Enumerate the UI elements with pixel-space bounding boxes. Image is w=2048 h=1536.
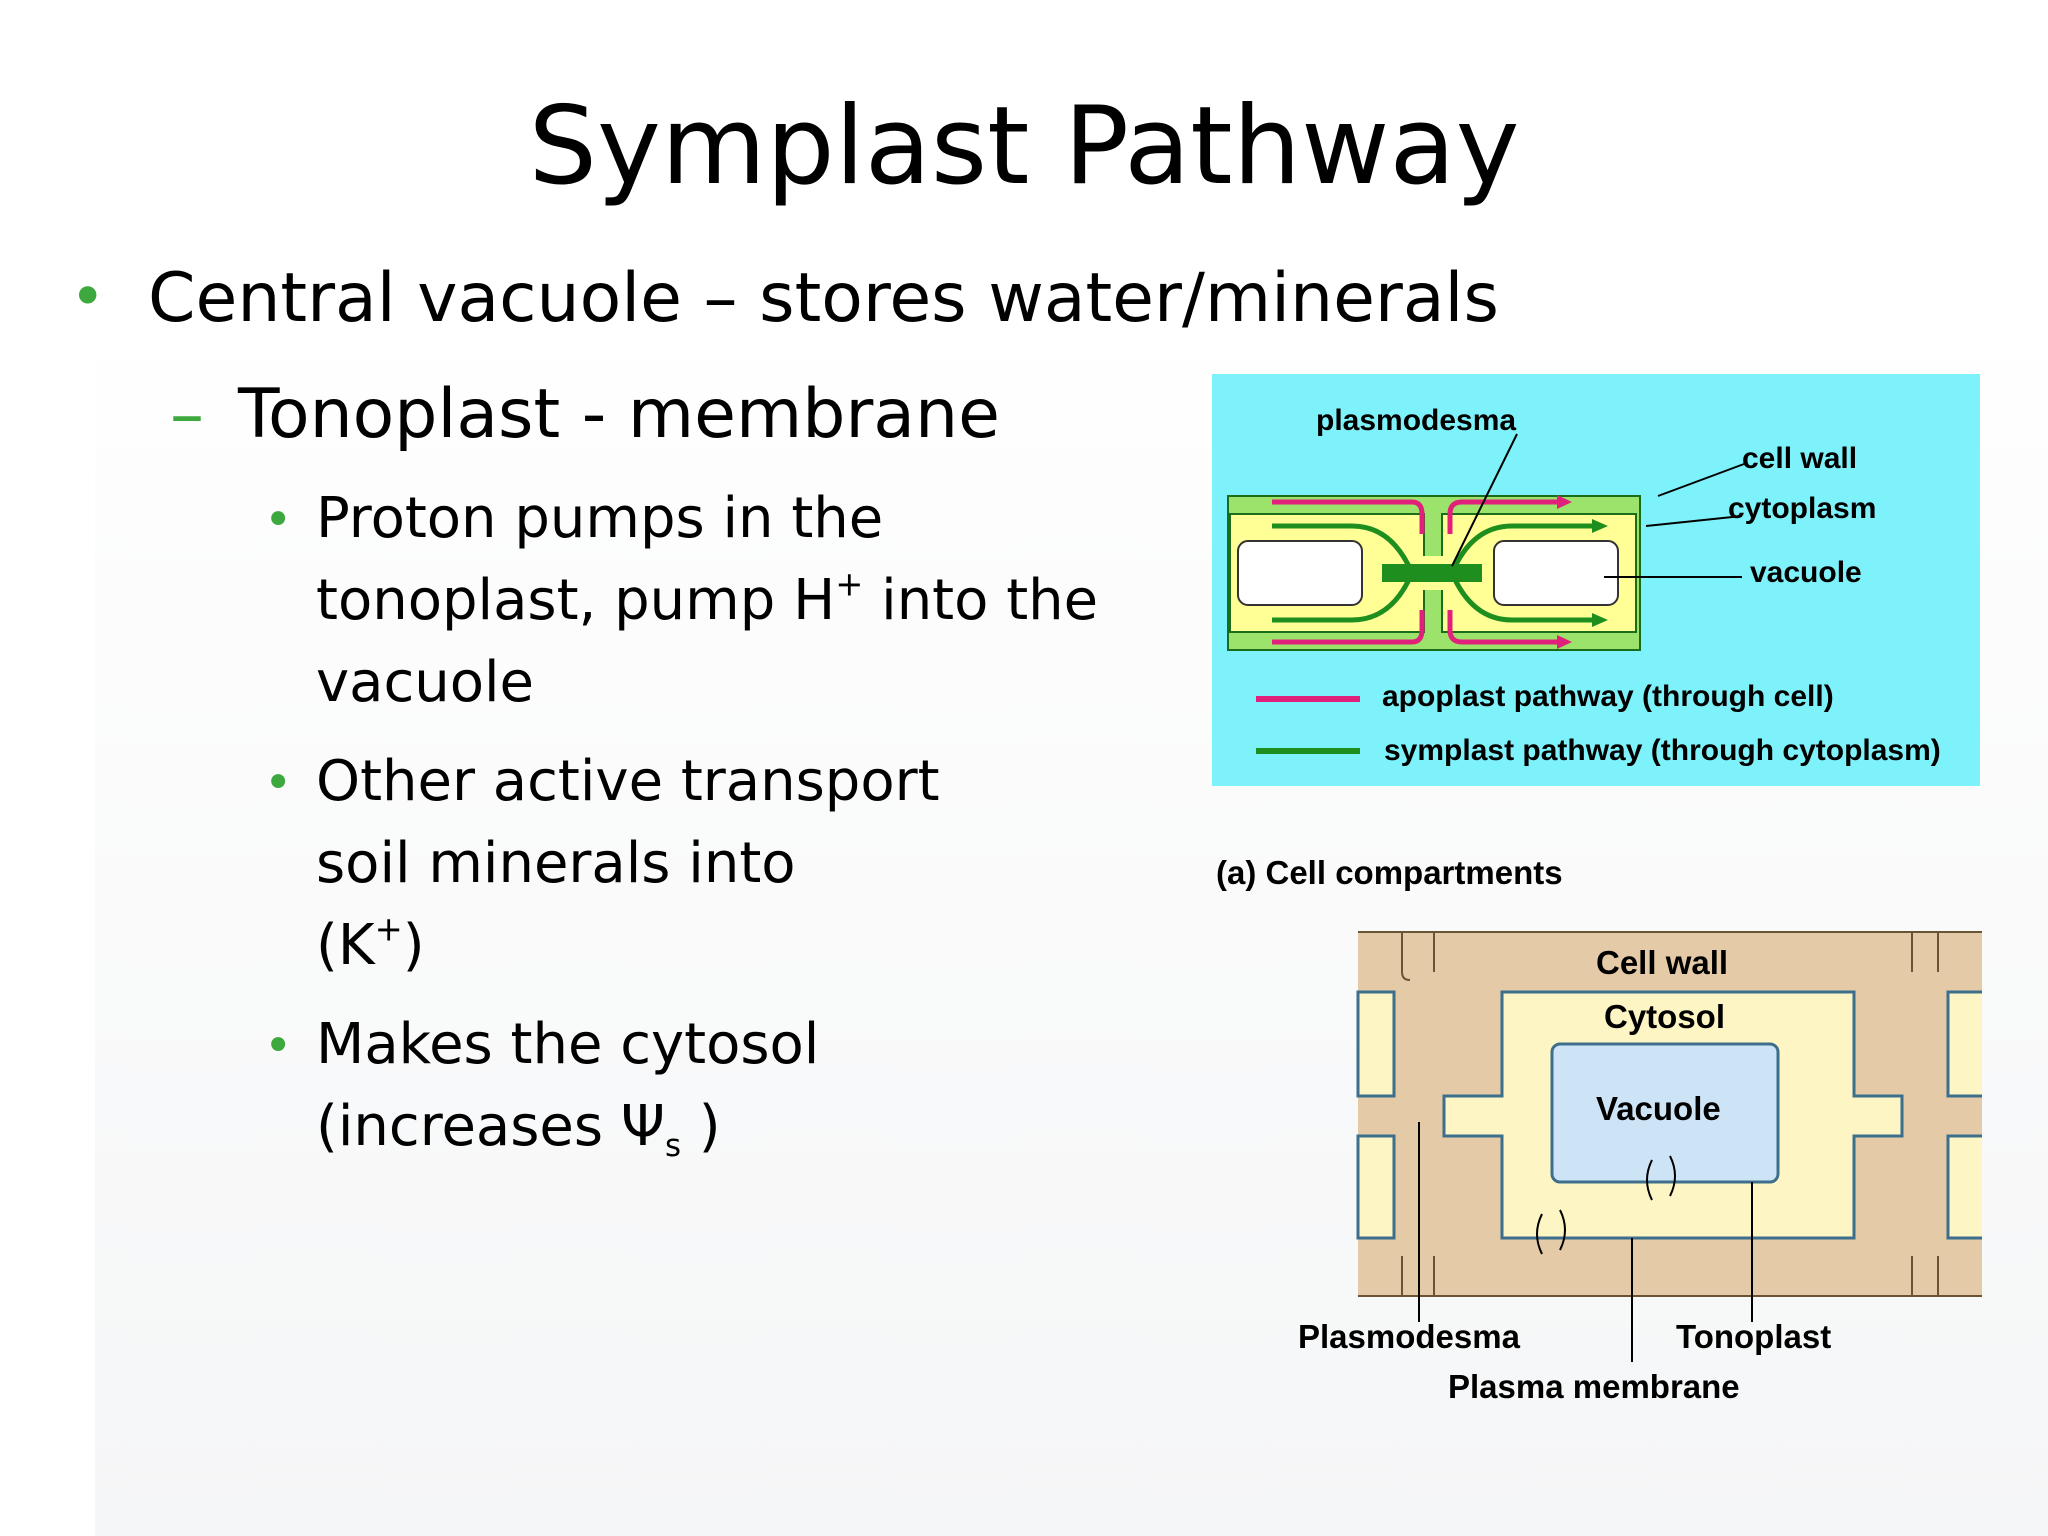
label-cell-wall: cell wall: [1742, 442, 1858, 475]
neighbor-cell-right-bottom: [1946, 1134, 1982, 1240]
bullet-central-vacuole: Central vacuole – stores water/minerals: [148, 259, 1499, 338]
apoplast-arrowhead: [1557, 495, 1572, 509]
label-cell-wall: Cell wall: [1596, 944, 1729, 981]
label-plasmodesma: Plasmodesma: [1298, 1318, 1520, 1355]
point-line: (K+): [316, 909, 425, 978]
symplast-arrowhead: [1592, 519, 1608, 533]
vacuole-shape: [1550, 1042, 1780, 1184]
dash-marker: –: [170, 375, 204, 454]
wall-outline: [1401, 1256, 1939, 1296]
apoplast-arrow: [1272, 610, 1425, 645]
symplast-arrow: [1272, 523, 1415, 574]
label-plasma-membrane: Plasma membrane: [1448, 1368, 1740, 1405]
point-line: tonoplast, pump H+ into the: [316, 564, 1099, 633]
bullet-dot: •: [264, 1018, 293, 1074]
label-cytoplasm: cytoplasm: [1728, 492, 1877, 525]
exchange-arrow: [1669, 1155, 1676, 1197]
symplast-arrow: [1449, 523, 1592, 574]
point-proton-pumps: Proton pumps in the tonoplast, pump H+ i…: [316, 478, 1098, 724]
apoplast-arrow: [1272, 499, 1425, 534]
slide-title: Symplast Pathway: [528, 84, 1520, 209]
leader-cell-wall: [1657, 463, 1745, 497]
pathway-diagram-graphic: [1227, 433, 1745, 754]
wall-outline: [1911, 932, 1939, 972]
neighbor-cell-left-bottom: [1356, 1134, 1396, 1240]
label-vacuole: vacuole: [1750, 556, 1862, 589]
cell-compartments-graphic: [1356, 931, 1982, 1362]
symplast-arrow: [1449, 572, 1592, 623]
figure-heading: (a) Cell compartments: [1216, 854, 1563, 891]
label-vacuole: Vacuole: [1596, 1090, 1721, 1127]
apoplast-arrow: [1447, 499, 1557, 534]
label-tonoplast: Tonoplast: [1676, 1318, 1832, 1355]
label-plasmodesma: plasmodesma: [1316, 404, 1517, 437]
legend-apoplast: apoplast pathway (through cell): [1382, 680, 1834, 713]
cell-compartments-diagram: (a) Cell compartments Cell wall Cytosol …: [1212, 840, 1982, 1420]
leader-plasmodesma: [1451, 433, 1518, 567]
point-cytosol: Makes the cytosol (increases Ψs ): [316, 1004, 819, 1168]
neighbor-cell-right-top: [1946, 990, 1982, 1098]
point-line: soil minerals into: [316, 831, 796, 896]
apoplast-arrowhead: [1557, 635, 1572, 649]
point-line: Proton pumps in the: [316, 486, 884, 551]
exchange-arrow: [1536, 1213, 1543, 1255]
legend-symplast: symplast pathway (through cytoplasm): [1384, 734, 1941, 767]
point-line: (increases Ψs ): [316, 1094, 721, 1164]
plasmodesma-core: [1382, 564, 1482, 582]
apoplast-arrow: [1447, 610, 1557, 645]
bullet-dot: •: [70, 262, 106, 332]
leader-cytoplasm: [1645, 515, 1743, 527]
bullet-dot: •: [264, 755, 293, 811]
point-line: Makes the cytosol: [316, 1012, 820, 1077]
vacuole-left: [1237, 540, 1363, 606]
point-line: Other active transport: [316, 749, 940, 814]
pathway-diagram: plasmodesma cell wall cytoplasm vacuole …: [1212, 374, 1980, 786]
point-active-transport: Other active transport soil minerals int…: [316, 741, 940, 987]
exchange-arrow: [1559, 1209, 1566, 1251]
bullet-dot: •: [264, 492, 293, 548]
point-line: vacuole: [316, 650, 535, 715]
vacuole-right: [1493, 540, 1619, 606]
symplast-arrowhead: [1592, 613, 1608, 627]
symplast-arrow: [1272, 572, 1415, 623]
bullet-tonoplast: Tonoplast - membrane: [238, 375, 1000, 454]
wall-outline: [1401, 932, 1435, 981]
exchange-arrow: [1646, 1159, 1653, 1201]
label-cytosol: Cytosol: [1604, 998, 1726, 1035]
neighbor-cell-left-top: [1356, 990, 1396, 1098]
